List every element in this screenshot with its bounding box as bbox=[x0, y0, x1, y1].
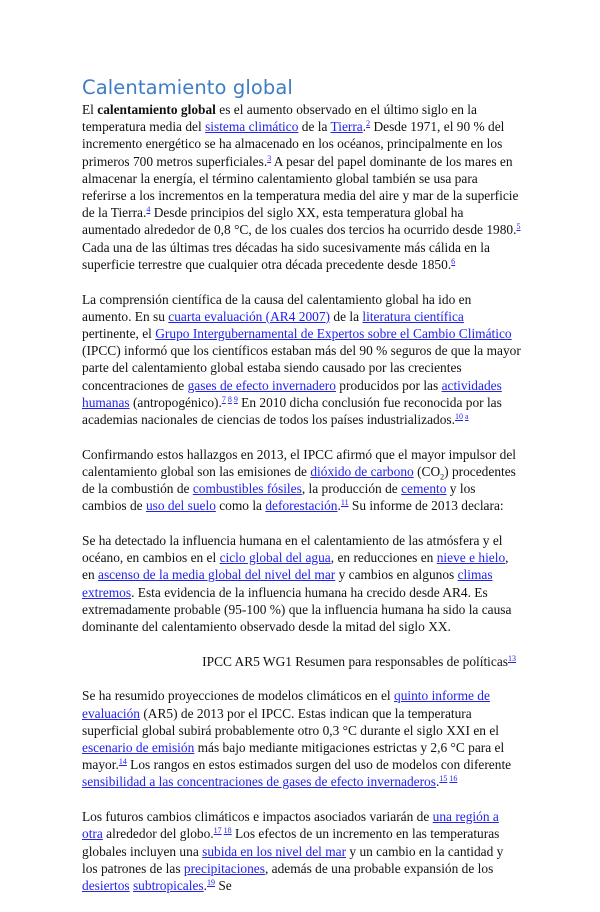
ref-2[interactable]: 2 bbox=[366, 119, 371, 129]
ref-note-a[interactable]: a bbox=[464, 411, 469, 421]
link-uso-del-suelo[interactable]: uso del suelo bbox=[145, 498, 216, 514]
ref-11[interactable]: 11 bbox=[340, 498, 349, 508]
link-subida-nivel-mar[interactable]: subida en los nivel del mar bbox=[202, 843, 347, 859]
link-combustibles-fosiles[interactable]: combustibles fósiles bbox=[192, 481, 302, 497]
ref-13[interactable]: 13 bbox=[508, 653, 516, 663]
page-title: Calentamiento global bbox=[82, 76, 293, 99]
link-ascenso-nivel-mar[interactable]: ascenso de la media global del nivel del… bbox=[98, 567, 336, 583]
ref-5[interactable]: 5 bbox=[516, 222, 521, 232]
link-sensibilidad-climatica[interactable]: sensibilidad a las concentraciones de ga… bbox=[82, 774, 436, 790]
ref-7[interactable]: 7 bbox=[221, 394, 226, 404]
ref-4[interactable]: 4 bbox=[146, 205, 151, 215]
paragraph-comprension: La comprensión científica de la causa de… bbox=[82, 291, 521, 427]
ref-18[interactable]: 18 bbox=[223, 826, 232, 836]
link-climas-extremos[interactable]: climas extremos bbox=[82, 567, 493, 600]
ref-19[interactable]: 19 bbox=[206, 877, 215, 887]
document-page: Calentamiento global El calentamiento gl… bbox=[82, 76, 522, 912]
ref-17[interactable]: 17 bbox=[213, 826, 222, 836]
link-dioxido-carbono[interactable]: dióxido de carbono bbox=[310, 463, 414, 479]
link-ciclo-global-agua[interactable]: ciclo global del agua bbox=[219, 550, 331, 566]
ref-6[interactable]: 6 bbox=[451, 256, 456, 266]
link-sistema-climatico[interactable]: sistema climático bbox=[205, 119, 299, 135]
ref-8[interactable]: 8 bbox=[227, 394, 232, 404]
link-desiertos[interactable]: desiertos bbox=[82, 877, 130, 893]
link-cuarta-evaluacion[interactable]: cuarta evaluación (AR4 2007) bbox=[168, 308, 331, 324]
link-literatura-cientifica[interactable]: literatura científica bbox=[362, 308, 464, 324]
paragraph-intro: El calentamiento global es el aumento ob… bbox=[82, 102, 521, 272]
ref-10[interactable]: 10 bbox=[454, 411, 463, 421]
bold-term: calentamiento global bbox=[97, 102, 216, 117]
link-precipitaciones[interactable]: precipitaciones bbox=[183, 860, 265, 876]
link-ipcc[interactable]: Grupo Intergubernamental de Expertos sob… bbox=[155, 325, 512, 341]
link-cemento[interactable]: cemento bbox=[401, 481, 447, 497]
ref-14[interactable]: 14 bbox=[118, 757, 127, 767]
ref-9[interactable]: 9 bbox=[233, 394, 238, 404]
link-quinto-informe[interactable]: quinto informe de evaluación bbox=[82, 688, 490, 721]
link-tierra[interactable]: Tierra bbox=[330, 119, 363, 135]
blockquote-ipcc: Se ha detectado la influencia humana en … bbox=[82, 532, 512, 634]
link-actividades-humanas[interactable]: actividades humanas bbox=[82, 377, 502, 410]
ref-3[interactable]: 3 bbox=[267, 153, 272, 163]
link-subtropicales[interactable]: subtropicales bbox=[132, 877, 204, 893]
paragraph-futuros-cambios: Los futuros cambios climáticos e impacto… bbox=[82, 809, 504, 893]
link-escenario-emision[interactable]: escenario de emisión bbox=[82, 740, 195, 755]
link-nieve-hielo[interactable]: nieve e hielo bbox=[436, 550, 506, 566]
link-deforestacion[interactable]: deforestación bbox=[265, 498, 338, 514]
quote-attribution: IPCC AR5 WG1 Resumen para responsables d… bbox=[202, 653, 516, 669]
paragraph-confirmando: Confirmando estos hallazgos en 2013, el … bbox=[82, 446, 516, 514]
link-gases-efecto-invernadero[interactable]: gases de efecto invernadero bbox=[187, 377, 336, 393]
paragraph-proyecciones: Se ha resumido proyecciones de modelos c… bbox=[82, 688, 512, 790]
